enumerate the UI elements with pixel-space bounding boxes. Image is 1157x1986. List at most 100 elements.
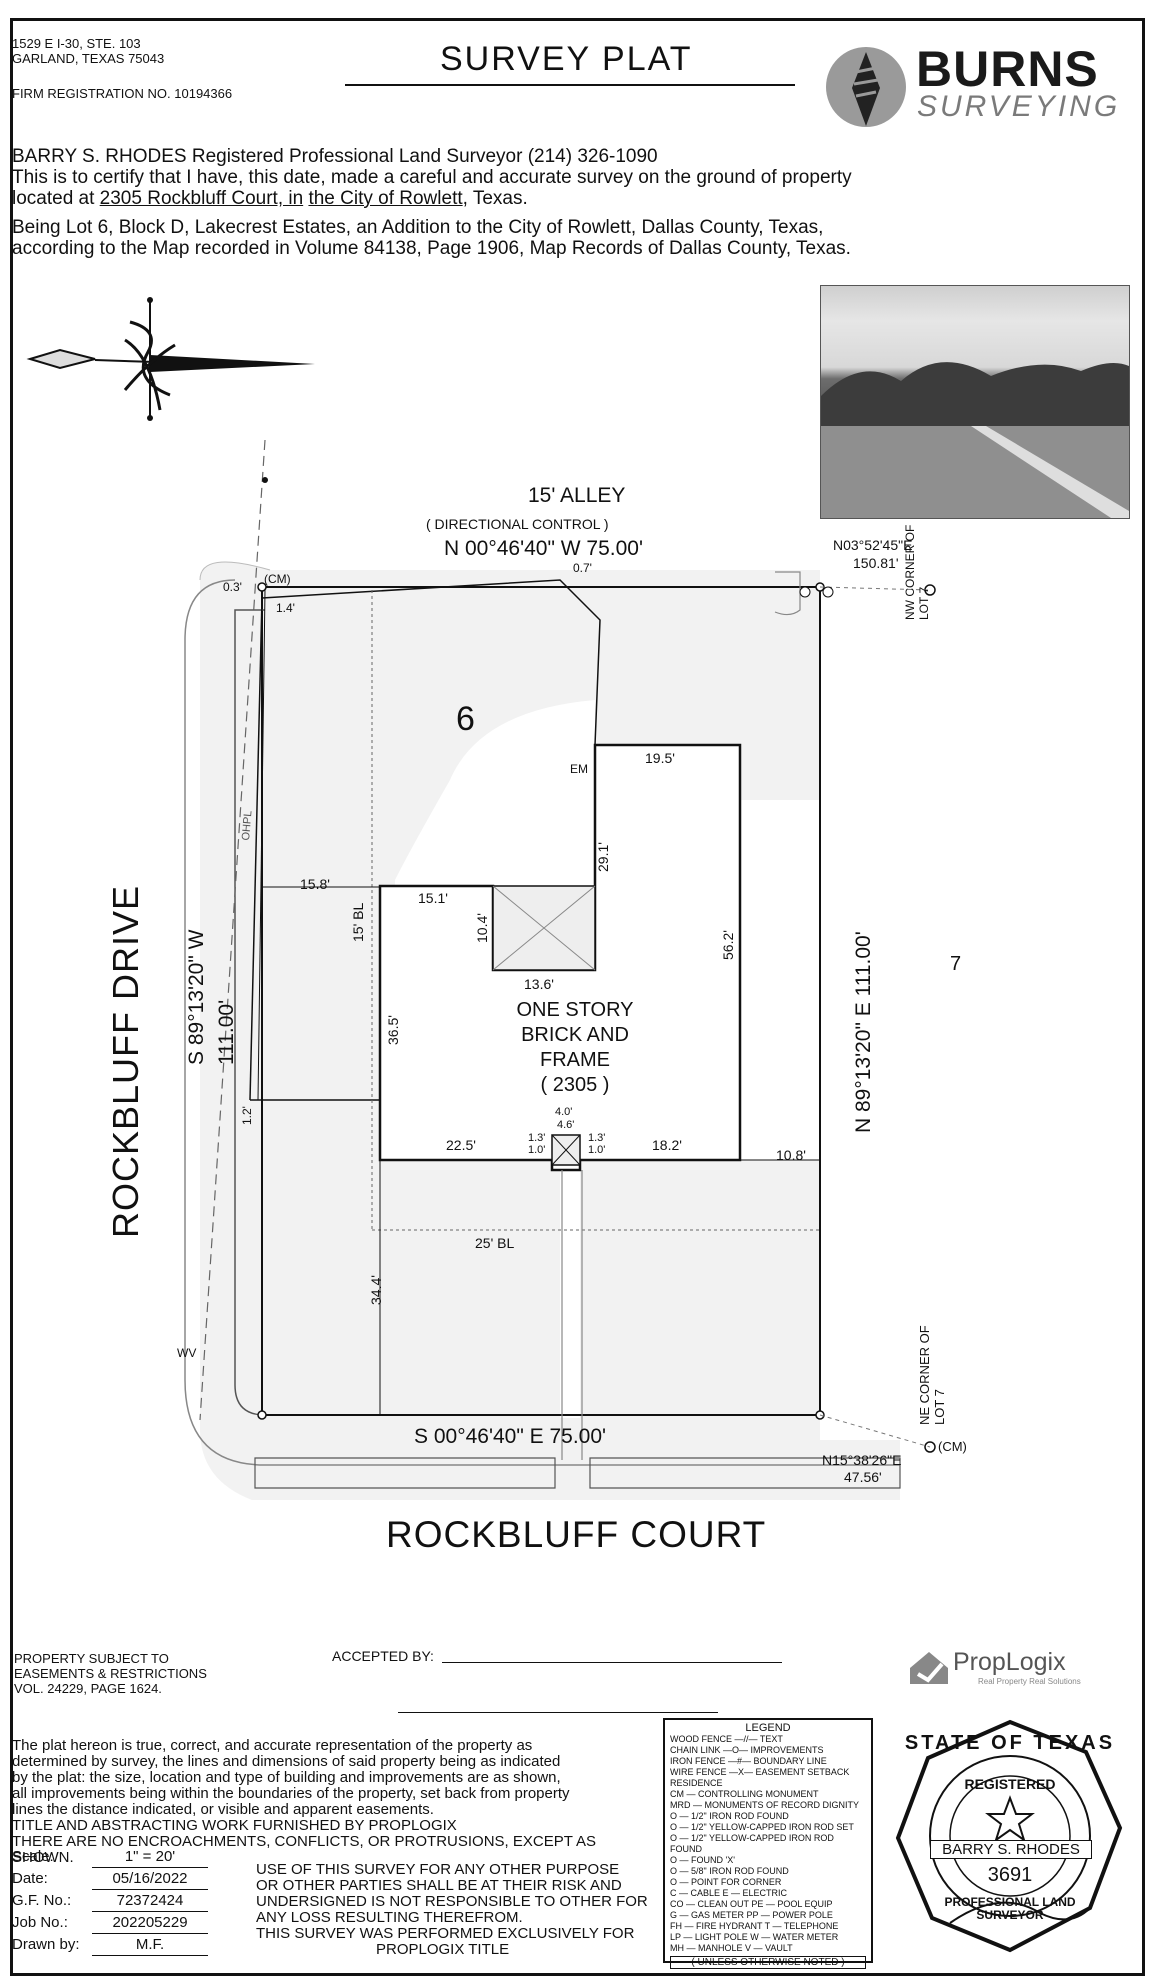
legend-row: WIRE FENCE —X— EASEMENT SETBACK [670,1767,850,1777]
certify-line: This is to certify that I have, this dat… [12,167,852,188]
legend-row: O — 1/2" YELLOW-CAPPED IRON ROD FOUND [670,1833,834,1854]
legend-title: LEGEND [745,1722,791,1734]
legend-row: O — FOUND 'X' [670,1855,735,1865]
surveyor-line: BARRY S. RHODES Registered Professional … [12,146,658,167]
firm-address: 1529 E I-30, STE. 103 GARLAND, TEXAS 750… [12,36,164,66]
field-value: 1" = 20' [92,1846,208,1868]
easements-note: PROPERTY SUBJECT TO EASEMENTS & RESTRICT… [14,1651,207,1696]
field-value: 05/16/2022 [92,1867,208,1890]
legend-row: CHAIN LINK —O— IMPROVEMENTS [670,1745,824,1755]
property-address: 2305 Rockbluff Court, in [99,188,304,209]
proplogix-logo-icon [908,1648,950,1686]
legend-box: LEGEND WOOD FENCE —//— TEXT CHAIN LINK —… [663,1718,873,1969]
house-line-3: FRAME [540,1049,610,1071]
location-line: located at 2305 Rockbluff Court, in the … [12,188,1142,209]
statement-line-4: all improvements being within the bounda… [12,1785,570,1802]
plat-statement: The plat hereon is true, correct, and ac… [12,1738,652,1866]
em-label: EM [570,762,588,776]
dim-10-4: 10.4' [474,913,490,943]
nw-corner-lot7-label: NW CORNER OF LOT 7 [903,524,931,620]
tie-ne-distance: 150.81' [853,555,899,571]
statement-line-7: THERE ARE NO ENCROACHMENTS, CONFLICTS, O… [12,1833,596,1866]
tie-ne-bearing: N03°52'45"E [833,537,913,553]
dim-0-3: 0.3' [223,580,242,594]
legend-row: CM — CONTROLLING MONUMENT [670,1789,819,1799]
legend-row: O — 1/2" IRON ROD FOUND [670,1811,789,1821]
legend-row: O — POINT FOR CORNER [670,1877,782,1887]
proplogix-tagline: Real Property Real Solutions [978,1677,1081,1686]
field-label: Date: [12,1870,48,1887]
dim-22-5: 22.5' [446,1137,476,1153]
statement-line-2: determined by survey, the lines and dime… [12,1753,561,1770]
disclaimer-line-3: UNDERSIGNED IS NOT RESPONSIBLE TO OTHER … [256,1893,648,1910]
logo-burns: BURNS [916,41,1099,97]
directional-control-label: ( DIRECTIONAL CONTROL ) [426,516,609,532]
dim-1-3-left: 1.3' [528,1132,546,1144]
table-row: Job No.: 202205229 [12,1911,208,1934]
dim-1-0-right: 1.0' [588,1144,606,1156]
disclaimer: USE OF THIS SURVEY FOR ANY OTHER PURPOSE… [256,1862,656,1958]
water-valve-label: WV [177,1346,197,1360]
address-line-2: GARLAND, TEXAS 75043 [12,51,165,66]
legal-line-2: according to the Map recorded in Volume … [12,238,851,259]
table-row: Drawn by:M.F. [12,1933,208,1956]
field-label: G.F. No.: [12,1892,72,1909]
legend-note: ( UNLESS OTHERWISE NOTED ) [670,1956,866,1969]
plat-drawing [26,297,936,1500]
house-number: ( 2305 ) [540,1074,610,1096]
accepted-by-line[interactable] [442,1662,782,1663]
front-building-line: 25' BL [475,1235,515,1251]
dim-4-6: 4.6' [557,1119,575,1131]
street-rockbluff-drive: ROCKBLUFF DRIVE [105,884,146,1238]
signature-line[interactable] [398,1712,718,1713]
field-label: Job No.: [12,1914,68,1931]
statement-line-1: The plat hereon is true, correct, and ac… [12,1737,533,1754]
field-label: Scale: [12,1848,54,1866]
field-label: Drawn by: [12,1936,80,1953]
logo-surveying: SURVEYING [917,90,1121,123]
lot-number: 6 [456,700,475,738]
legend-row: WOOD FENCE —//— TEXT [670,1734,783,1744]
statement-line-3: by the plat: the size, location and type… [12,1769,561,1786]
east-bearing: N 89°13'20" E 111.00' [852,931,875,1133]
disclaimer-line-4: ANY LOSS RESULTING THEREFROM. [256,1909,523,1926]
west-distance: 111.00' [215,999,238,1065]
cm-label: (CM) [264,572,291,586]
ne-corner-lot7-label: NE CORNER OF LOT 7 [917,1325,947,1425]
easements-line-2: EASEMENTS & RESTRICTIONS [14,1666,207,1681]
dim-36-5: 36.5' [385,1015,401,1045]
adjacent-lot-number: 7 [950,953,962,975]
legend-row: LP — LIGHT POLE W — WATER METER [670,1932,839,1942]
legend-row: MRD — MONUMENTS OF RECORD DIGNITY [670,1800,859,1810]
dim-1-0-left: 1.0' [528,1144,546,1156]
statement-line-5: lines the distance indicated, or visible… [12,1801,434,1818]
table-row: Date: 05/16/2022 [12,1867,208,1890]
surveyor-seal: STATE OF TEXAS REGISTERED BARRY S. RHODE… [890,1718,1130,1958]
street-rockbluff-court: ROCKBLUFF COURT [386,1514,767,1555]
plat-border [10,18,1145,1976]
side-building-line: 15' BL [350,902,366,942]
seal-number: 3691 [987,1864,1033,1886]
disclaimer-line-2: OR OTHER PARTIES SHALL BE AT THEIR RISK … [256,1877,622,1894]
dim-34-4: 34.4' [368,1275,384,1305]
address-line-1: 1529 E I-30, STE. 103 [12,36,141,51]
south-bearing: S 00°46'40" E 75.00' [414,1425,607,1448]
north-bearing: N 00°46'40" W 75.00' [444,537,643,560]
proplogix-name: PropLogix [953,1648,1066,1676]
seal-title: PROFESSIONAL LAND SURVEYOR [944,1895,1076,1922]
burns-logo-icon [826,44,906,130]
legend-row: IRON FENCE —#— BOUNDARY LINE [670,1756,827,1766]
location-prefix: located at [12,188,100,209]
field-value: 202205229 [92,1911,208,1934]
dim-10-8: 10.8' [776,1147,806,1163]
dim-15-8: 15.8' [300,876,330,892]
table-row: G.F. No.: 72372424 [12,1889,208,1912]
page-title: SURVEY PLAT [440,40,693,78]
field-value: 72372424 [92,1889,208,1912]
dim-29-1: 29.1' [595,842,611,872]
legend-row: G — GAS METER PP — POWER POLE [670,1910,833,1920]
disclaimer-line-1: USE OF THIS SURVEY FOR ANY OTHER PURPOSE [256,1861,620,1878]
dim-15-1: 15.1' [418,890,448,906]
dim-1-4: 1.4' [276,601,295,615]
legend-row: MH — MANHOLE V — VAULT [670,1943,793,1953]
